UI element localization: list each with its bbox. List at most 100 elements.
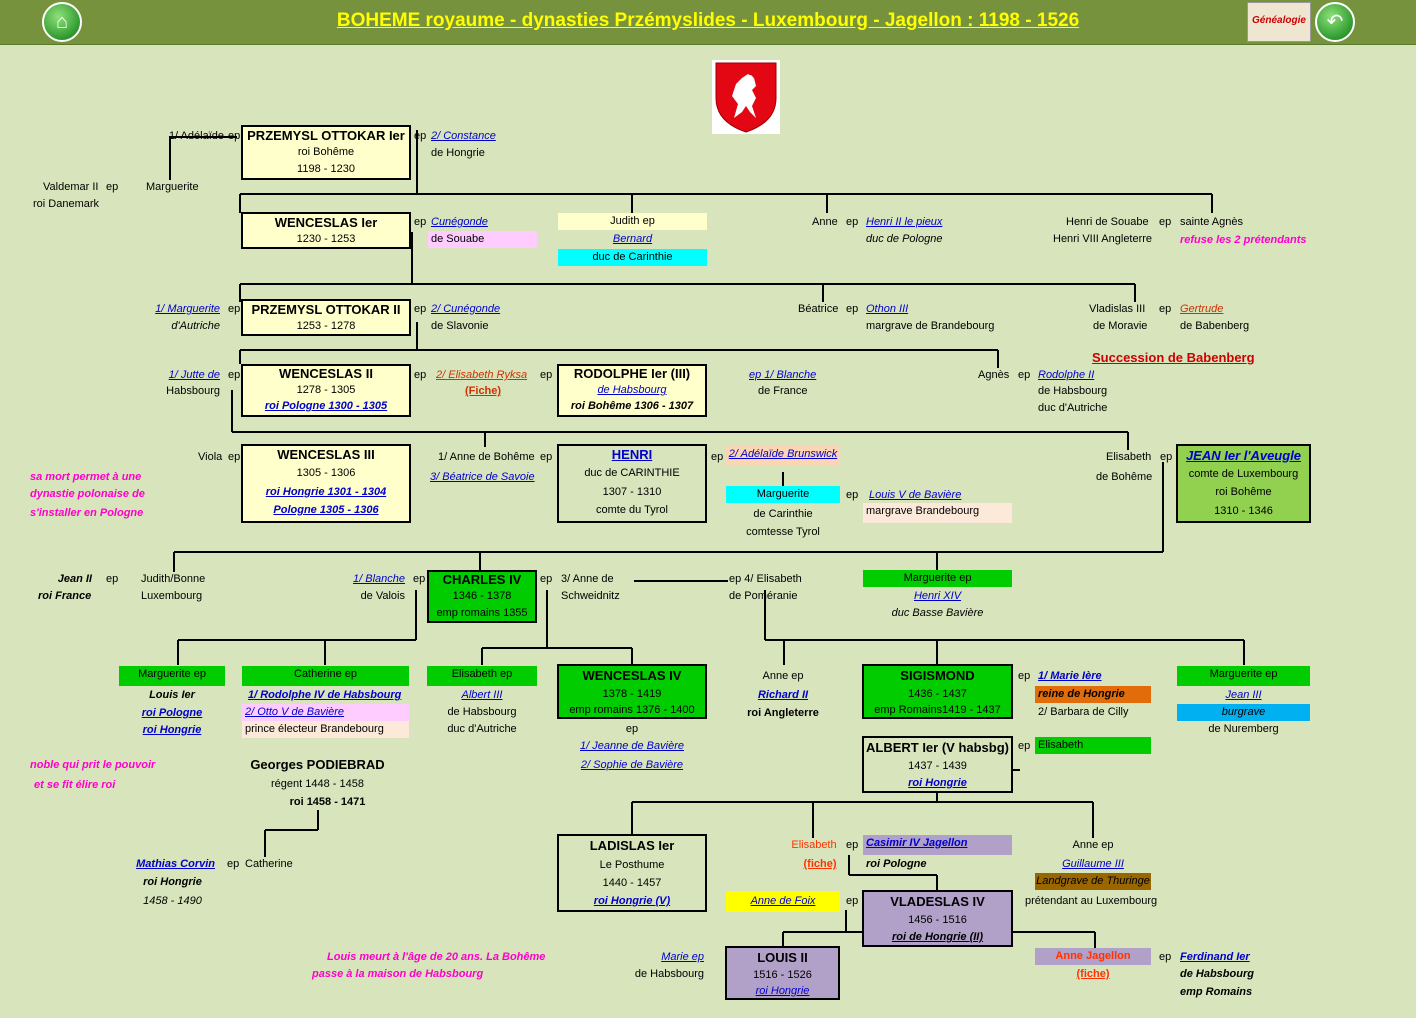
- jeanne-baviere-link[interactable]: 1/ Jeanne de Bavière: [580, 740, 684, 752]
- ottokar2-name: PRZEMYSL OTTOKAR II: [251, 302, 401, 317]
- marguerite-autriche-link[interactable]: 1/ Marguerite: [155, 303, 220, 315]
- ep-label: ep: [625, 723, 639, 735]
- louis2-hongrie-link[interactable]: roi Hongrie: [755, 985, 810, 997]
- blanche-france-link[interactable]: ep 1/ Blanche: [749, 369, 817, 381]
- ferdinand1-link[interactable]: Ferdinand Ier: [1180, 951, 1250, 963]
- france-label: de France: [758, 385, 808, 397]
- charles4-box[interactable]: CHARLES IV 1346 - 1378 emp romains 1355: [427, 570, 537, 623]
- bernard-link[interactable]: Bernard: [612, 233, 653, 245]
- henri-dates: 1307 - 1310: [602, 486, 662, 498]
- louis-baviere-link[interactable]: Louis V de Bavière: [869, 489, 962, 501]
- beatrice-savoie-link[interactable]: 3/ Béatrice de Savoie: [430, 471, 535, 483]
- ottokar2-box[interactable]: PRZEMYSL OTTOKAR II 1253 - 1278: [241, 299, 411, 336]
- jean3-link[interactable]: Jean III: [1225, 689, 1262, 701]
- elisabeth-ryksa-link[interactable]: 2/ Elisabeth Ryksa: [436, 369, 528, 381]
- jean-aveugle-box[interactable]: JEAN Ier l'Aveugle comte de Luxembourg r…: [1176, 444, 1311, 523]
- sa-mort-note-2: dynastie polonaise de: [30, 488, 145, 500]
- albert3-link[interactable]: Albert III: [461, 689, 503, 701]
- wenceslas4-box[interactable]: WENCESLAS IV 1378 - 1419 emp romains 137…: [557, 664, 707, 719]
- succession-babenberg-link[interactable]: Succession de Babenberg: [1092, 350, 1255, 365]
- ep-label: ep: [413, 573, 426, 585]
- roi-angleterre-label: roi Angleterre: [747, 707, 819, 719]
- burgrave-label: burgrave: [1177, 704, 1310, 721]
- habsbourg4-label: de Habsbourg: [634, 968, 704, 980]
- marguerite-henri-label: Marguerite ep: [863, 570, 1012, 587]
- henri14-link[interactable]: Henri XIV: [913, 590, 962, 602]
- wenceslas2-box[interactable]: WENCESLAS II 1278 - 1305 roi Pologne 130…: [241, 364, 411, 417]
- fiche2-link[interactable]: (fiche): [803, 858, 837, 870]
- guillaume3-link[interactable]: Guillaume III: [1062, 858, 1124, 870]
- jutte-link[interactable]: 1/ Jutte de: [168, 369, 220, 381]
- jean-aveugle-link[interactable]: JEAN Ier l'Aveugle: [1185, 448, 1302, 463]
- albert1-hongrie-link[interactable]: roi Hongrie: [908, 777, 967, 789]
- ep-label: ep: [106, 573, 119, 585]
- home-icon[interactable]: ⌂: [42, 2, 82, 42]
- otto5-link[interactable]: 2/ Otto V de Bavière: [242, 704, 409, 721]
- ep-label: ep: [1018, 369, 1031, 381]
- richard2-link[interactable]: Richard II: [757, 689, 809, 701]
- ottokar1-name: PRZEMYSL OTTOKAR Ier: [247, 128, 405, 143]
- ladislas1-hongrie-link[interactable]: roi Hongrie (V): [593, 895, 671, 907]
- henri-link[interactable]: HENRI: [611, 447, 653, 462]
- anne-foix-link[interactable]: Anne de Foix: [726, 891, 840, 912]
- henri-tyrol: comte du Tyrol: [596, 504, 668, 516]
- rodolphe2-link[interactable]: Rodolphe II: [1038, 369, 1095, 381]
- ladislas1-dates: 1440 - 1457: [602, 877, 662, 889]
- rodolphe4-link[interactable]: 1/ Rodolphe IV de Habsbourg: [248, 689, 402, 701]
- wenceslas4-emp: emp romains 1376 - 1400: [569, 704, 695, 716]
- adelaide-brunswick-link[interactable]: 2/ Adélaïde Brunswick: [726, 446, 840, 466]
- fiche3-link[interactable]: (fiche): [1076, 968, 1110, 980]
- back-arrow-icon[interactable]: ↶: [1315, 2, 1355, 42]
- vladeslas4-dates: 1456 - 1516: [908, 914, 967, 926]
- landgrave-label: Landgrave de Thuringe: [1035, 873, 1151, 890]
- roi-pologne-link[interactable]: roi Pologne: [141, 707, 203, 719]
- de-boheme-label: de Bohême: [1096, 471, 1153, 483]
- sophie-baviere-link[interactable]: 2/ Sophie de Bavière: [580, 759, 684, 771]
- wenceslas4-name: WENCESLAS IV: [582, 668, 682, 683]
- wenceslas3-hongrie-link[interactable]: roi Hongrie 1301 - 1304: [265, 486, 387, 498]
- podiebrad-name: Georges PODIEBRAD: [250, 757, 385, 772]
- jean2-label: Jean II: [57, 573, 92, 585]
- marie-link[interactable]: Marie ep: [661, 951, 704, 963]
- henri-box[interactable]: HENRI duc de CARINTHIE 1307 - 1310 comte…: [557, 444, 707, 523]
- blanche-valois-link[interactable]: 1/ Blanche: [353, 573, 405, 585]
- gertrude-link[interactable]: Gertrude: [1180, 303, 1224, 315]
- wenceslas3-box[interactable]: WENCESLAS III 1305 - 1306 roi Hongrie 13…: [241, 444, 411, 523]
- wenceslas1-name: WENCESLAS Ier: [274, 215, 378, 230]
- valdemar-label: Valdemar II: [43, 181, 99, 193]
- louis2-box[interactable]: LOUIS II 1516 - 1526 roi Hongrie: [725, 946, 840, 1000]
- ep-label: ep: [414, 369, 427, 381]
- sigismond-emp: emp Romains1419 - 1437: [874, 704, 1001, 716]
- constance-link[interactable]: 2/ Constance: [431, 130, 496, 142]
- cunegonde-link[interactable]: Cunégonde: [431, 216, 488, 228]
- rodolphe1-box[interactable]: RODOLPHE Ier (III) de Habsbourg roi Bohê…: [557, 364, 707, 417]
- rodolphe1-habsbourg-link[interactable]: de Habsbourg: [597, 384, 667, 396]
- ep-label: ep: [1018, 670, 1031, 682]
- henri-pieux-link[interactable]: Henri II le pieux: [866, 216, 943, 228]
- wenceslas2-pologne-link[interactable]: roi Pologne 1300 - 1305: [264, 400, 388, 412]
- fiche-link[interactable]: (Fiche): [465, 385, 502, 397]
- albert1-box[interactable]: ALBERT Ier (V habsbg) 1437 - 1439 roi Ho…: [862, 736, 1013, 793]
- othon-link[interactable]: Othon III: [866, 303, 909, 315]
- wenceslas3-name: WENCESLAS III: [277, 447, 375, 462]
- ep-label: ep: [228, 369, 241, 381]
- charles4-dates: 1346 - 1378: [452, 590, 512, 602]
- casimir4-link[interactable]: Casimir IV Jagellon: [863, 835, 1012, 855]
- prince-electeur-label: prince électeur Brandebourg: [242, 721, 409, 738]
- mathias-corvin-link[interactable]: Mathias Corvin: [136, 858, 215, 870]
- cunegonde2-link[interactable]: 2/ Cunégonde: [431, 303, 501, 315]
- wenceslas3-pologne-link[interactable]: Pologne 1305 - 1306: [273, 504, 379, 516]
- ep-label: ep: [227, 858, 240, 870]
- sigismond-box[interactable]: SIGISMOND 1436 - 1437 emp Romains1419 - …: [862, 664, 1013, 719]
- souabe-label: de Souabe: [428, 231, 537, 248]
- henri-angleterre-label: Henri VIII Angleterre: [1053, 233, 1153, 245]
- genealogie-logo[interactable]: Généalogie: [1247, 2, 1311, 42]
- ladislas1-box[interactable]: LADISLAS Ier Le Posthume 1440 - 1457 roi…: [557, 834, 707, 912]
- roi-hongrie-link[interactable]: roi Hongrie: [142, 724, 202, 736]
- vladeslas4-box[interactable]: VLADESLAS IV 1456 - 1516 roi de Hongrie …: [862, 890, 1013, 947]
- ottokar1-box[interactable]: PRZEMYSL OTTOKAR Ier roi Bohême 1198 - 1…: [241, 125, 411, 180]
- marie1-link[interactable]: 1/ Marie Ière: [1038, 670, 1102, 682]
- henri-souabe-label: Henri de Souabe: [1066, 216, 1149, 228]
- emp-romains-label: emp Romains: [1180, 986, 1253, 998]
- wenceslas1-box[interactable]: WENCESLAS Ier 1230 - 1253: [241, 212, 411, 249]
